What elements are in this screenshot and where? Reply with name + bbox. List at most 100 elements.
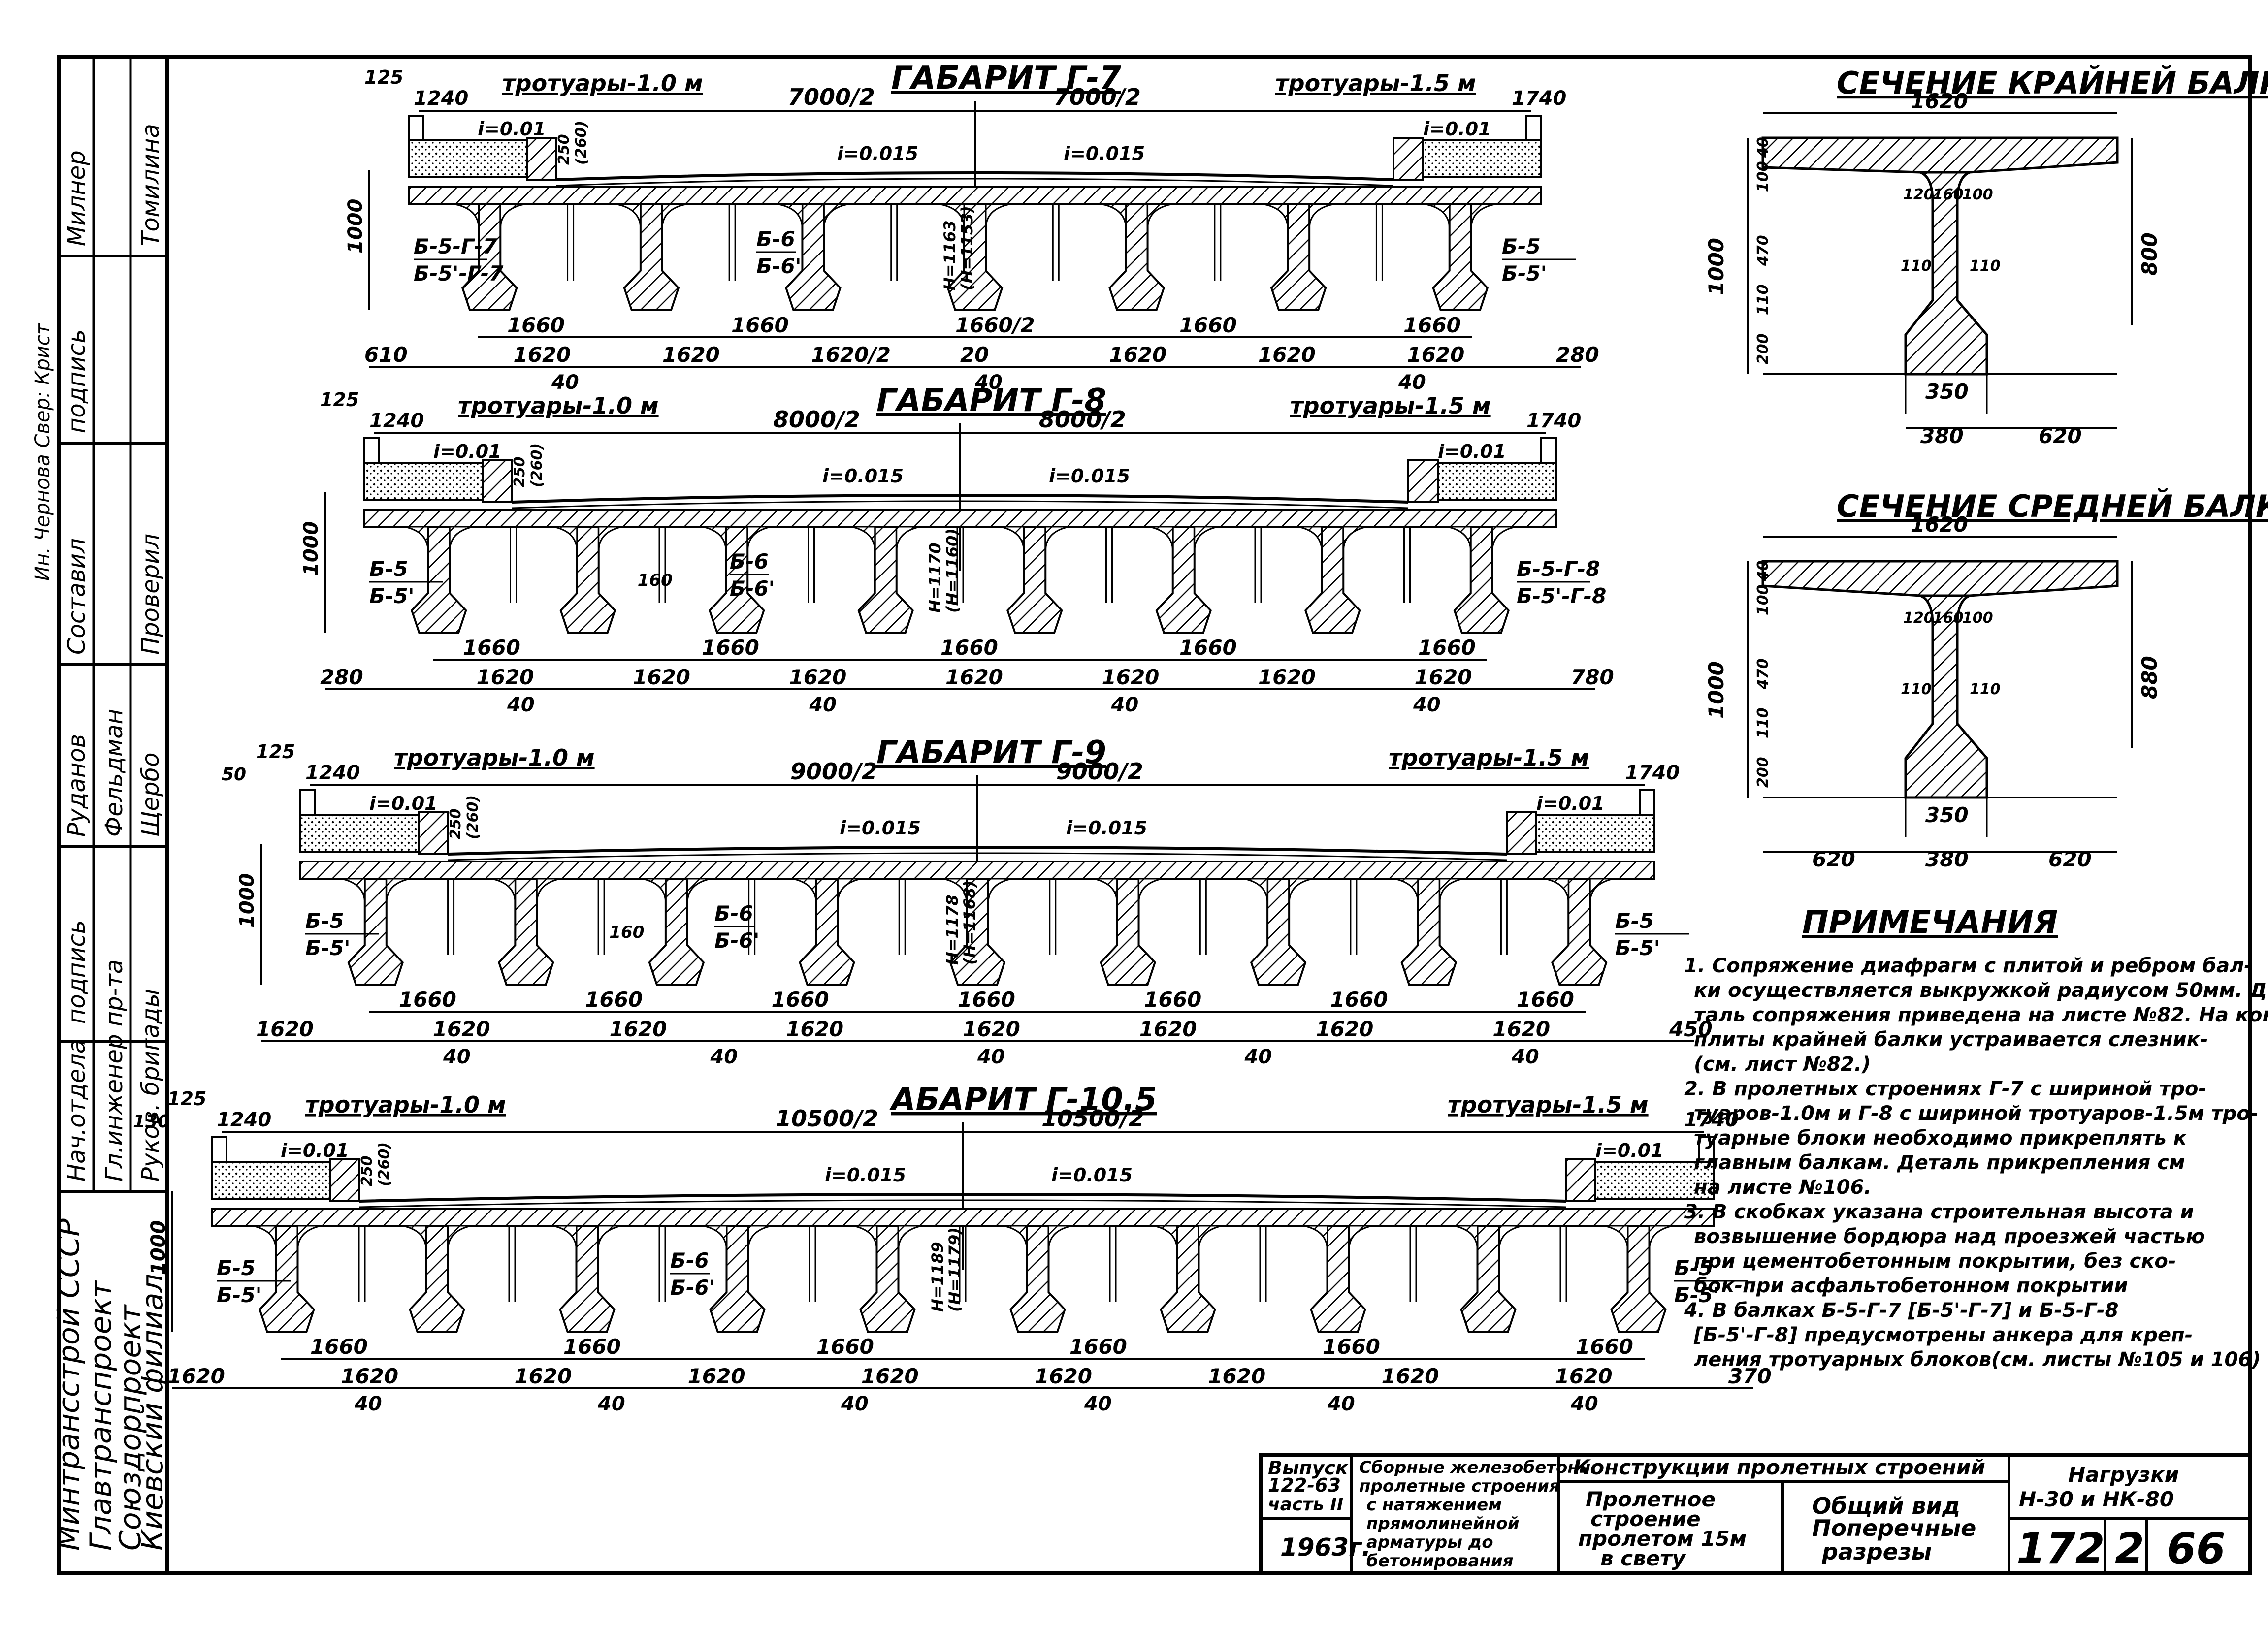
beam-fillet	[1491, 526, 1517, 552]
bottom-dim-value: 780	[1571, 665, 1614, 689]
label-compiled: Составил	[63, 538, 91, 655]
beam-label-right-1: Б-5	[1674, 1256, 1713, 1280]
detail-web-width: 110	[1901, 257, 1932, 275]
gap-dim-value: 40	[1511, 1046, 1539, 1068]
tb-span-1: Пролетное	[1586, 1487, 1716, 1511]
deck-slab	[408, 186, 1542, 205]
beam-fillet	[823, 203, 848, 229]
beam-label-center-2: Б-6'	[756, 254, 802, 278]
railing-post-right	[1525, 115, 1542, 141]
gap-dim-value: 40	[1084, 1393, 1112, 1415]
beam-fillet	[1093, 878, 1118, 904]
note-line: ки осуществляется выкружкой радиусом 50м…	[1694, 979, 2268, 1002]
curb-left	[418, 811, 449, 855]
beam-label-right-2: Б-5'	[1502, 261, 1547, 286]
beam-fillet	[1194, 526, 1219, 552]
org-line-4: Киевский филиал	[135, 1274, 170, 1551]
beam-web	[1160, 1225, 1216, 1333]
tb-loads-2: Н-30 и НК-80	[2019, 1487, 2174, 1511]
name-milner: Милнер	[63, 150, 91, 246]
beam-label-center-1: Б-6	[670, 1248, 709, 1273]
beam-fillet	[1498, 1225, 1523, 1251]
section-title: АБАРИТ Г-10.5	[889, 1082, 1157, 1118]
lower-dim-value: 1660	[399, 988, 456, 1012]
railing-post-left	[408, 115, 424, 141]
beam-fillet	[1102, 203, 1127, 229]
beam-fillet	[1604, 1225, 1628, 1251]
beam-fillet	[536, 878, 561, 904]
header-signature: подпись	[63, 920, 91, 1024]
detail-vertical-dim: 470	[1754, 235, 1772, 266]
beam-fillet	[1198, 1225, 1223, 1251]
beam	[491, 878, 605, 986]
beam-fillet	[1544, 878, 1569, 904]
sidewalk-left	[299, 814, 420, 853]
beam	[702, 526, 815, 634]
bottom-dim-value: 1620	[1316, 1017, 1374, 1041]
beam-web	[1009, 1225, 1066, 1333]
lower-dim-value: 1660	[958, 988, 1015, 1012]
detail-mid-dim: 100	[1962, 186, 1993, 203]
detail-vertical-dim: 110	[1754, 284, 1772, 315]
note-line: 2. В пролетных строениях Г-7 с шириной т…	[1684, 1078, 2206, 1100]
beam-label-right-2: Б-5'	[1674, 1283, 1719, 1307]
beam	[1102, 203, 1222, 311]
slope-center-2: i=0.015	[1049, 465, 1130, 487]
note-line: туарные блоки необходимо прикреплять к	[1694, 1127, 2187, 1149]
height-mark: H=1163	[940, 220, 959, 290]
beam	[1394, 878, 1508, 986]
note-line: при цементобетонным покрытии, без ско-	[1694, 1250, 2176, 1273]
lower-dim-value: 1660	[463, 636, 520, 660]
tb-sheet-b: 2	[2115, 1524, 2144, 1573]
note-line: главным балкам. Деталь прикрепления см	[1694, 1151, 2185, 1174]
gap-dim-value: 40	[977, 1046, 1005, 1068]
beam-fillet	[386, 878, 411, 904]
dim-right: 1740	[1512, 87, 1566, 110]
beam	[853, 1225, 967, 1333]
note-line: 3. В скобках указана строительная высота…	[1684, 1201, 2194, 1223]
bottom-dim-value: 1620	[861, 1364, 919, 1388]
dim-left: 1240	[305, 762, 360, 784]
beam-fillet	[1470, 203, 1495, 229]
detail-vertical-dim: 100	[1754, 584, 1772, 615]
tb-year: 1963г.	[1280, 1533, 1371, 1562]
walkway-right: тротуары-1.5 м	[1275, 70, 1476, 96]
bottom-dim-value: 20	[960, 343, 989, 367]
beam-fillet	[686, 878, 712, 904]
height-label: 1000	[236, 873, 259, 928]
deck-layer	[448, 852, 1507, 861]
beam	[1243, 878, 1358, 986]
gap-dim-value: 40	[354, 1393, 382, 1415]
half-width-left: 9000/2	[790, 758, 877, 785]
bottom-dim-value: 1620	[786, 1017, 843, 1041]
beam-web	[559, 526, 616, 634]
deck-layer	[512, 500, 1409, 509]
deck-layer	[556, 178, 1394, 187]
beam-label-left-1: Б-5	[217, 1256, 256, 1280]
beam-web	[410, 526, 467, 634]
slope-left: i=0.01	[281, 1140, 349, 1161]
beam-fillet	[1348, 1225, 1373, 1251]
beam	[404, 526, 517, 634]
beam-web	[498, 878, 554, 986]
tb-view-2: Поперечные	[1812, 1515, 1976, 1541]
lower-dim-value: 1660	[1069, 1335, 1127, 1359]
note-line: таль сопряжения приведена на листе №82. …	[1694, 1004, 2268, 1026]
bottom-dim-value: 1620	[514, 1364, 572, 1388]
lower-dim-value: 1660	[1323, 1335, 1380, 1359]
bottom-dim-value: 1620	[1208, 1364, 1265, 1388]
gap-dim-value: 40	[841, 1393, 869, 1415]
beam-web	[1432, 203, 1489, 311]
beam-fillet	[642, 878, 667, 904]
gap-dim-value: 40	[974, 371, 1003, 394]
note-line: возвышение бордюра над проезжей частью	[1694, 1225, 2205, 1248]
gap-dim-value: 40	[1111, 694, 1139, 716]
beam	[552, 1225, 666, 1333]
lower-dim-value: 1660	[1144, 988, 1201, 1012]
notes-title: ПРИМЕЧАНИЯ	[1802, 904, 2058, 941]
mark-160: 160	[609, 923, 644, 942]
height-mark: H=1170	[926, 543, 944, 613]
gap-dim-value: 40	[1413, 694, 1441, 716]
